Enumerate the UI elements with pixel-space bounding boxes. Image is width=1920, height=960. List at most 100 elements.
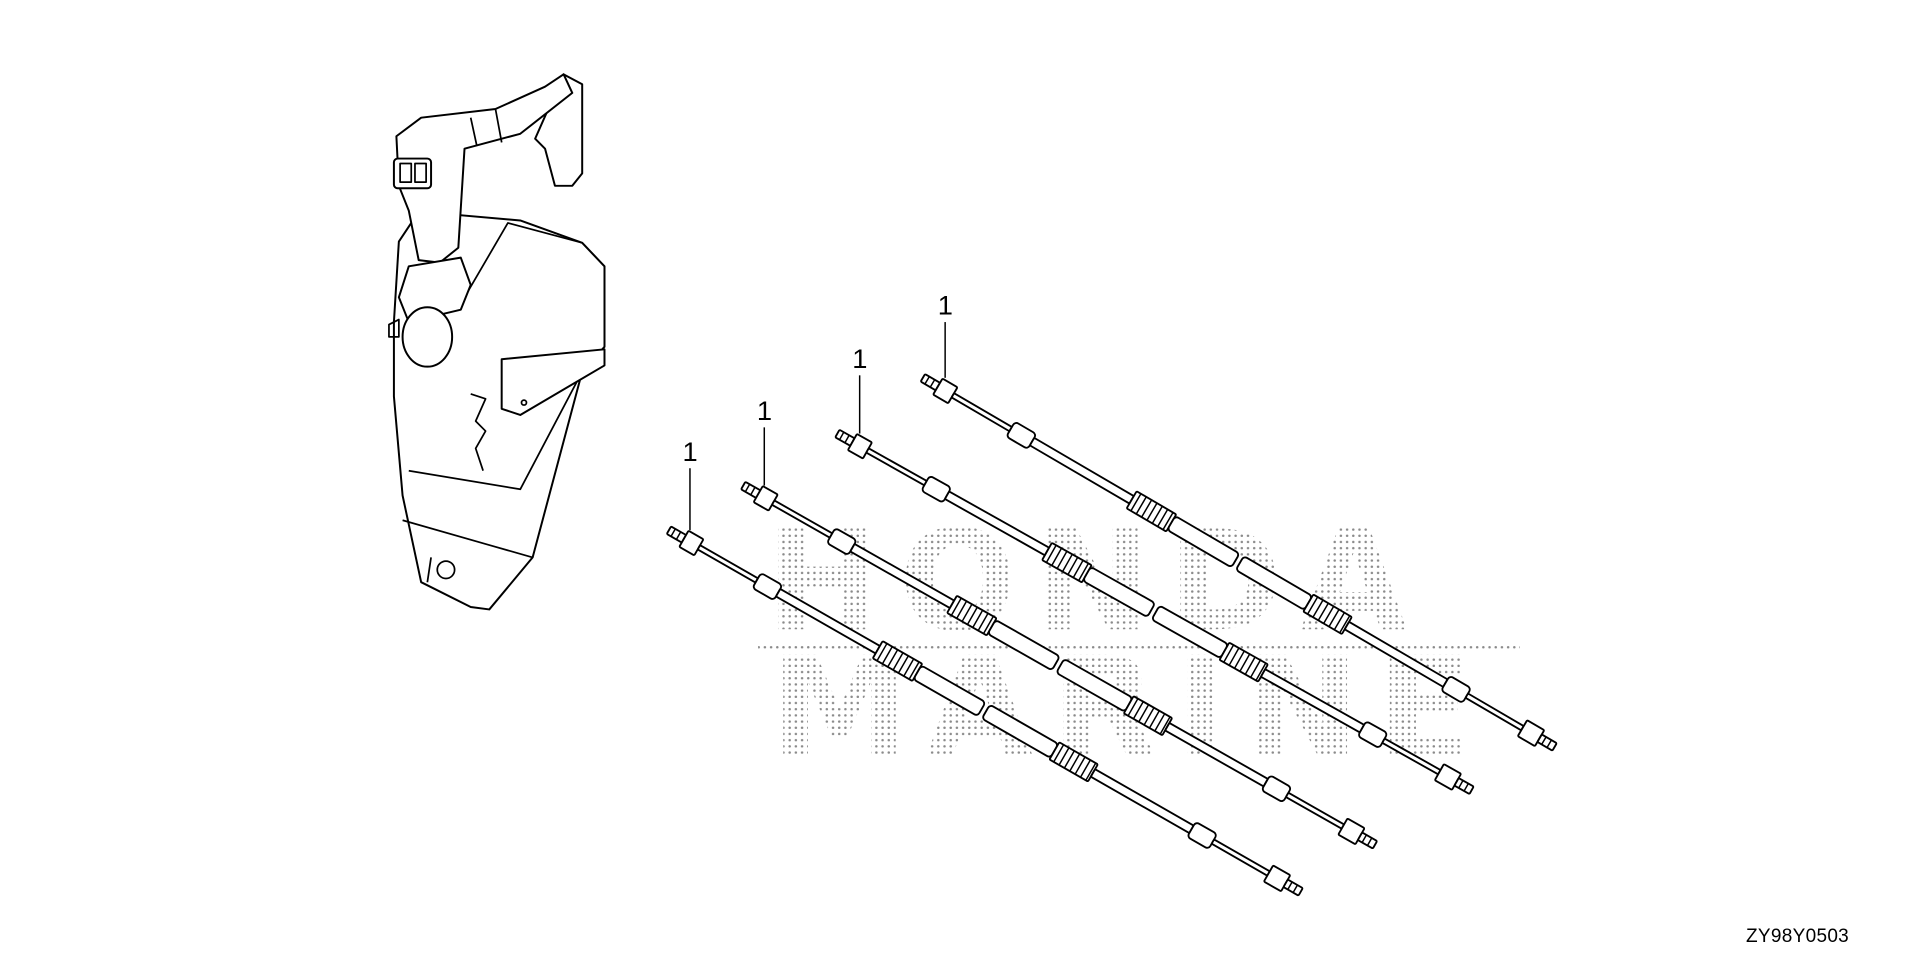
cable-conduit (1083, 567, 1155, 617)
cable-conduit (913, 665, 986, 716)
cable-rib (1140, 499, 1153, 518)
cable-stud (1453, 777, 1475, 795)
cable-rib (838, 431, 845, 441)
cable-rib (881, 646, 893, 665)
drawing-code: ZY98Y0503 (1746, 926, 1850, 947)
cable-rib (956, 600, 968, 619)
cable-rib (1085, 762, 1097, 781)
cable-rib (1233, 650, 1245, 669)
cable-rod (1285, 792, 1345, 830)
cable-rib (1292, 884, 1299, 893)
cable-conduit (1167, 516, 1240, 568)
cable-rib (1244, 656, 1256, 675)
callout-1d[interactable]: 1 (938, 290, 953, 378)
cable-rib (1053, 744, 1065, 763)
cable-rib (1127, 698, 1139, 717)
cable-rod (951, 392, 1013, 432)
cable-rib (1223, 644, 1235, 663)
cable-rib (844, 434, 850, 444)
cable-rib (1333, 612, 1346, 631)
cable-rib (1135, 496, 1147, 515)
cable-rib (1063, 750, 1075, 769)
cable-rib (892, 652, 904, 671)
callout-label: 1 (683, 436, 698, 467)
cable-rib (1159, 716, 1171, 735)
cable-rib (1056, 550, 1068, 569)
cable-rib (1312, 599, 1324, 618)
cable-rib (1138, 704, 1150, 723)
cable-rib (1239, 653, 1251, 672)
cable-rib (1458, 780, 1464, 789)
cable-rib (1287, 881, 1293, 890)
control-cable[interactable] (833, 425, 1477, 799)
cable-rib (1078, 563, 1090, 582)
cable-rib (1130, 493, 1142, 512)
control-cable[interactable] (664, 522, 1306, 901)
callout-1b[interactable]: 1 (757, 395, 772, 486)
callout-1c[interactable]: 1 (852, 343, 867, 434)
cable-rib (1058, 747, 1070, 766)
cable-rib (897, 655, 909, 674)
cable-rib (1067, 556, 1079, 575)
cable-rib (1250, 659, 1262, 678)
cable-rib (1306, 596, 1319, 615)
cable-rib (961, 603, 973, 622)
cable-rib (1074, 756, 1086, 775)
cable-rib (1069, 753, 1081, 772)
cable-stud (1536, 733, 1558, 752)
cable-rib (908, 661, 920, 680)
cable-rod (697, 544, 759, 584)
cable-rib (1061, 553, 1073, 572)
cable-rib (876, 643, 888, 662)
cable-rib (950, 597, 962, 616)
cable-rib (1045, 544, 1057, 563)
cable-rib (1079, 759, 1091, 778)
cable-conduit (988, 620, 1060, 670)
cable-rib (1151, 505, 1163, 524)
honda-marine-watermark: HONDA MARINE (758, 500, 1520, 789)
cable-rib (1339, 615, 1351, 634)
cable-rib (1361, 834, 1368, 843)
callout-label: 1 (757, 395, 772, 426)
cable-rib (1072, 559, 1084, 578)
cable-rib (670, 528, 676, 537)
cable-rib (977, 612, 989, 631)
control-cable[interactable] (738, 477, 1380, 853)
callout-1a[interactable]: 1 (683, 436, 698, 531)
cable-rib (924, 376, 930, 385)
cable-stud (1283, 879, 1304, 897)
cable-rib (982, 616, 994, 634)
cable-rib (972, 609, 984, 628)
cable-rib (1154, 713, 1166, 732)
callout-label: 1 (852, 343, 867, 374)
cable-stud (1357, 832, 1378, 850)
cable-rib (1541, 736, 1547, 745)
cable-rib (1146, 502, 1158, 521)
cable-rod (865, 447, 928, 486)
cable-rib (966, 606, 978, 625)
cable-rib (1228, 647, 1240, 666)
control-cable[interactable] (918, 369, 1560, 755)
cable-rib (887, 649, 899, 668)
cable-rib (1317, 602, 1329, 621)
cable-rib (1143, 707, 1155, 726)
cable-rib (1162, 512, 1174, 531)
cable-rib (1328, 609, 1340, 627)
cable-rib (1546, 739, 1553, 748)
remote-control-box (388, 73, 606, 611)
cable-sheath (1029, 437, 1135, 505)
cable-rib (903, 658, 915, 677)
cable-rib (929, 379, 936, 388)
cable-rib (1148, 710, 1160, 729)
cable-rib (1463, 783, 1469, 792)
cable-rib (1255, 662, 1267, 681)
callout-label: 1 (938, 290, 953, 321)
cable-rib (744, 483, 751, 493)
cable-rib (1132, 701, 1144, 720)
cable-rib (750, 486, 756, 496)
cable-rib (675, 531, 682, 540)
cable-rib (1366, 837, 1373, 846)
cable-rib (1157, 509, 1169, 527)
cable-rib (1051, 547, 1063, 566)
